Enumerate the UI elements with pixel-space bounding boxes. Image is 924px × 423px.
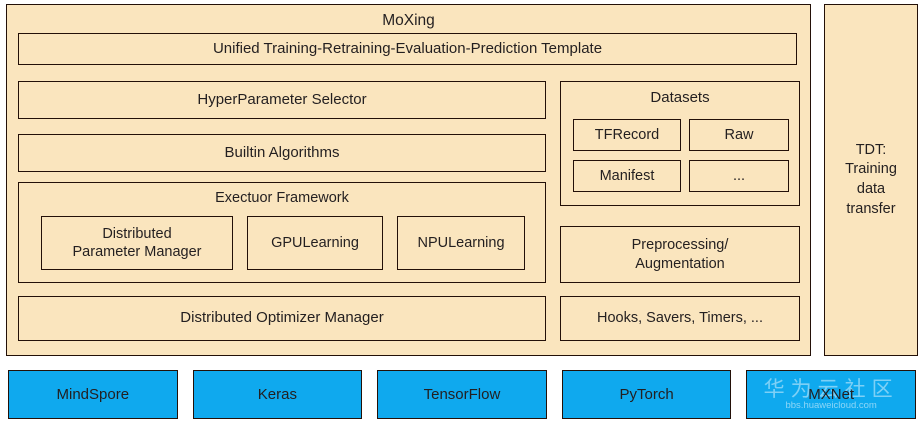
gpulearning-box: GPULearning	[247, 216, 383, 270]
dpm-label-line-2: Parameter Manager	[72, 244, 202, 260]
framework-label-mxnet: MXNet	[808, 386, 855, 403]
dpm-label-line-1: Distributed	[102, 225, 172, 242]
preprocessing-label-line-1: Preprocessing/	[631, 237, 729, 254]
framework-label-mindspore: MindSpore	[56, 386, 130, 403]
tdt-label-line-4: transfer	[846, 200, 896, 217]
dataset-item-more: ...	[689, 160, 789, 192]
framework-box-keras[interactable]: Keras	[192, 370, 363, 419]
tdt-label-line-2: Training	[845, 161, 897, 178]
framework-bar: MindSpore Keras TensorFlow PyTorch 华为云社区…	[0, 370, 924, 419]
npulearning-box: NPULearning	[397, 216, 525, 270]
preprocessing-label-line-2: Augmentation	[635, 255, 725, 272]
builtin-algorithms-box: Builtin Algorithms	[18, 134, 546, 172]
distributed-optimizer-manager-box: Distributed Optimizer Manager	[18, 296, 546, 341]
tdt-panel: TDT: Training data transfer	[824, 4, 918, 356]
moxing-title: MoXing	[382, 12, 435, 29]
executor-framework-title: Exectuor Framework	[215, 190, 349, 206]
framework-box-mindspore[interactable]: MindSpore	[8, 370, 178, 419]
framework-box-mxnet[interactable]: 华为云社区 bbs.huaweicloud.com MXNet	[746, 370, 916, 419]
datasets-box: Datasets TFRecord Raw Manifest ...	[560, 81, 800, 206]
preprocessing-augmentation-box: Preprocessing/ Augmentation	[560, 226, 800, 283]
tdt-label-line-3: data	[856, 181, 886, 197]
framework-box-pytorch[interactable]: PyTorch	[561, 370, 732, 419]
hyperparameter-selector-box: HyperParameter Selector	[18, 81, 546, 119]
datasets-title: Datasets	[650, 89, 710, 106]
hooks-savers-timers-box: Hooks, Savers, Timers, ...	[560, 296, 800, 341]
dataset-item-raw: Raw	[689, 119, 789, 151]
framework-label-tensorflow: TensorFlow	[423, 386, 501, 403]
distributed-parameter-manager-box: Distributed Parameter Manager	[41, 216, 233, 270]
framework-box-tensorflow[interactable]: TensorFlow	[377, 370, 547, 419]
framework-label-keras: Keras	[257, 386, 297, 403]
unified-template-row: Unified Training-Retraining-Evaluation-P…	[18, 33, 797, 65]
framework-label-pytorch: PyTorch	[619, 386, 674, 403]
executor-framework-box: Exectuor Framework Distributed Parameter…	[18, 182, 546, 283]
tdt-label-line-1: TDT:	[855, 141, 887, 158]
dataset-item-tfrecord: TFRecord	[573, 119, 681, 151]
dataset-item-manifest: Manifest	[573, 160, 681, 192]
